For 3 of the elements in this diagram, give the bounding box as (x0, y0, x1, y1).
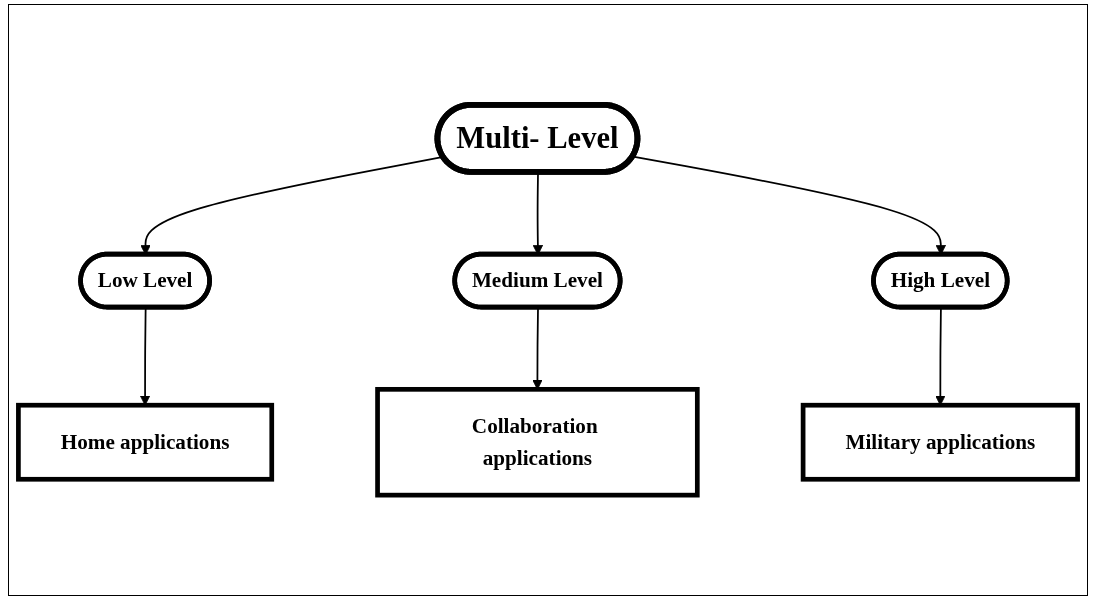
node-box: Collaboration applications (375, 387, 700, 498)
node-box: Military applications (800, 402, 1080, 482)
node-box: Home applications (16, 402, 275, 482)
